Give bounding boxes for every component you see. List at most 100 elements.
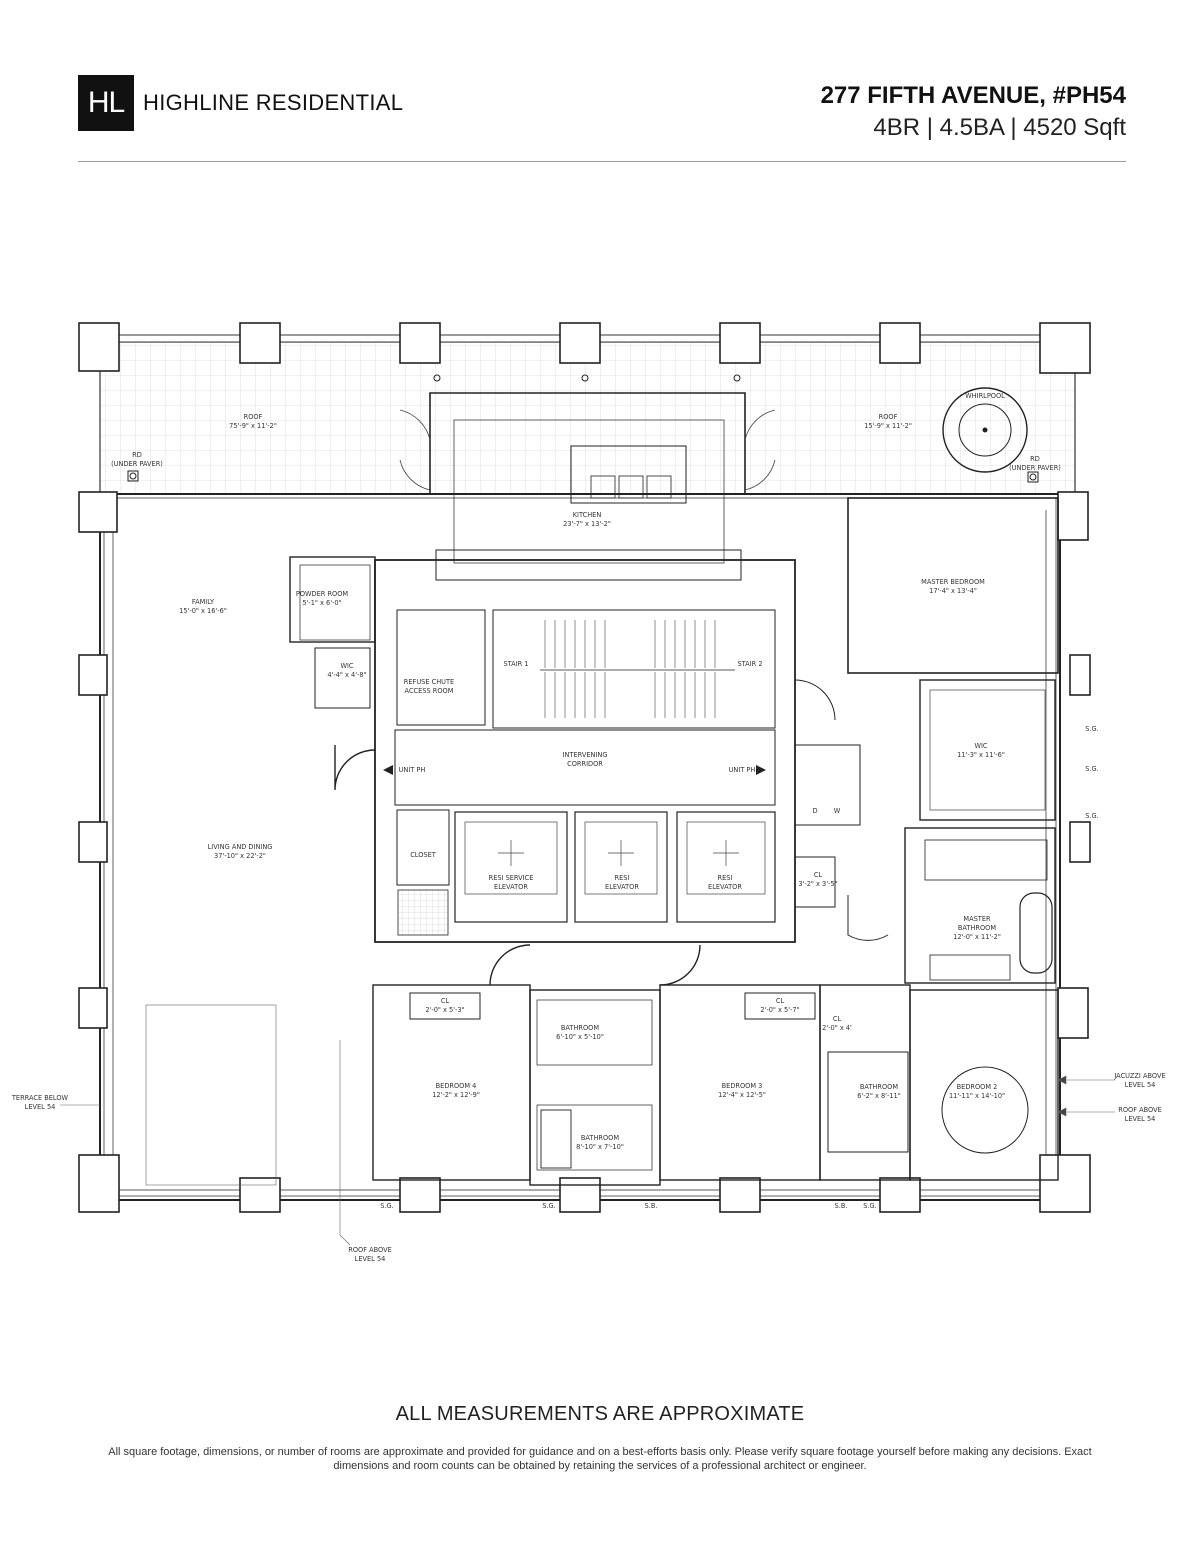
brand-name: HIGHLINE RESIDENTIAL <box>143 90 404 115</box>
cl-small-label: CL <box>833 1015 842 1023</box>
bedroom2-label: BEDROOM 2 <box>957 1083 998 1091</box>
corridor-label-2: CORRIDOR <box>567 760 603 768</box>
powder-room-dim: 5'-1" x 6'-0" <box>302 599 341 607</box>
bedroom3-dim: 12'-4" x 12'-5" <box>718 1091 766 1099</box>
elevator-2-line-2: ELEVATOR <box>605 883 639 891</box>
unit-ph-left: UNIT PH <box>399 766 426 774</box>
west-rooms <box>289 556 376 791</box>
rd-right-1: RD <box>1030 455 1040 463</box>
rd-left-1: RD <box>132 451 142 459</box>
master-bath-dim: 12'-0" x 11'-2" <box>953 933 1001 941</box>
elevator-3-line-1: RESI <box>718 874 733 882</box>
roof-above-bottom-1: ROOF ABOVE <box>348 1246 392 1254</box>
room-labels: ROOF 75'-9" x 11'-2" ROOF 15'-9" x 11'-2… <box>11 392 1166 1263</box>
listing-specs: 4BR | 4.5BA | 4520 Sqft <box>873 114 1126 141</box>
south-rooms <box>372 944 1059 1186</box>
bath-b-label: BATHROOM <box>581 1134 619 1142</box>
master-suite <box>794 497 1059 984</box>
bath-a-dim: 6'-10" x 5'-10" <box>556 1033 604 1041</box>
living-dining-dim: 37'-10" x 22'-2" <box>214 852 266 860</box>
whirlpool <box>942 387 1028 473</box>
jacuzzi-above-1: JACUZZI ABOVE <box>1113 1072 1165 1080</box>
floor-plan: ROOF 75'-9" x 11'-2" ROOF 15'-9" x 11'-2… <box>11 322 1166 1263</box>
roof-above-bottom-2: LEVEL 54 <box>355 1255 386 1263</box>
roof-above-right-2: LEVEL 54 <box>1125 1115 1156 1123</box>
sg-label-6: S.G. <box>1085 812 1099 820</box>
sg-label-1: S.G. <box>380 1202 394 1210</box>
roof-above-right-1: ROOF ABOVE <box>1118 1106 1162 1114</box>
closet-label: CLOSET <box>410 851 437 859</box>
master-bath-label-2: BATHROOM <box>958 924 996 932</box>
cl-mid-label: CL <box>814 871 823 879</box>
family-label: FAMILY <box>192 598 215 606</box>
listing-address: 277 FIFTH AVENUE, #PH54 <box>820 82 1126 109</box>
sb-label-2: S.B. <box>835 1202 848 1210</box>
wic-master-dim: 11'-3" x 11'-6" <box>957 751 1005 759</box>
sg-label-4: S.G. <box>1085 725 1099 733</box>
bath-c-label: BATHROOM <box>860 1083 898 1091</box>
whirlpool-label: WHIRLPOOL <box>965 392 1005 400</box>
header: HL HIGHLINE RESIDENTIAL 277 FIFTH AVENUE… <box>0 0 1200 165</box>
measurements-note: ALL MEASUREMENTS ARE APPROXIMATE <box>395 1403 805 1425</box>
sg-label-2: S.G. <box>542 1202 556 1210</box>
elevator-cars <box>464 821 766 895</box>
kitchen-label: KITCHEN <box>573 511 602 519</box>
cl-b4-dim: 2'-0" x 5'-3" <box>425 1006 464 1014</box>
roof-terrace <box>99 341 1076 495</box>
dw-d: D <box>812 807 817 815</box>
roof-right-label: ROOF <box>879 413 898 421</box>
jacuzzi-above-2: LEVEL 54 <box>1125 1081 1156 1089</box>
bath-a-label: BATHROOM <box>561 1024 599 1032</box>
bedroom2-dim: 11'-11" x 14'-10" <box>949 1092 1005 1100</box>
family-dim: 15'-0" x 16'-6" <box>179 607 227 615</box>
cl-b4-label: CL <box>441 997 450 1005</box>
wic-small-dim: 4'-4" x 4'-8" <box>327 671 366 679</box>
service-elevator-1: RESI SERVICE <box>489 874 534 882</box>
elevator-2-line-1: RESI <box>615 874 630 882</box>
sg-label-5: S.G. <box>1085 765 1099 773</box>
unit-ph-right: UNIT PH <box>729 766 756 774</box>
master-bedroom-label: MASTER BEDROOM <box>921 578 985 586</box>
roof-right-dim: 15'-9" x 11'-2" <box>864 422 912 430</box>
corridor-arrows <box>383 765 766 775</box>
master-bedroom-dim: 17'-4" x 13'-4" <box>929 587 977 595</box>
rd-right-2: (UNDER PAVER) <box>1009 464 1061 472</box>
sb-label-1: S.B. <box>645 1202 658 1210</box>
cl-b3-label: CL <box>776 997 785 1005</box>
header-divider <box>78 161 1126 162</box>
rd-left-2: (UNDER PAVER) <box>111 460 163 468</box>
sg-label-3: S.G. <box>863 1202 877 1210</box>
roof-left-dim: 75'-9" x 11'-2" <box>229 422 277 430</box>
logo-mark: HL <box>87 86 125 119</box>
cl-small-dim: 2'-0" x 4' <box>822 1024 852 1032</box>
bedroom3-label: BEDROOM 3 <box>722 1082 763 1090</box>
cl-b3-dim: 2'-0" x 5'-7" <box>760 1006 799 1014</box>
stair2-label: STAIR 2 <box>737 660 762 668</box>
kitchen-dim: 23'-7" x 13'-2" <box>563 520 611 528</box>
bedroom4-label: BEDROOM 4 <box>436 1082 477 1090</box>
terrace-below-1: TERRACE BELOW <box>11 1094 69 1102</box>
master-bath-label-1: MASTER <box>963 915 991 923</box>
service-elevator-2: ELEVATOR <box>494 883 528 891</box>
powder-room-label: POWDER ROOM <box>296 590 349 598</box>
stair-treads <box>544 620 716 718</box>
wic-master-label: WIC <box>974 742 987 750</box>
corridor-label-1: INTERVENING <box>563 751 608 759</box>
bedroom4-dim: 12'-2" x 12'-9" <box>432 1091 480 1099</box>
living-guides <box>60 1004 1115 1246</box>
elevator-3-line-2: ELEVATOR <box>708 883 742 891</box>
living-dining-label: LIVING AND DINING <box>208 843 273 851</box>
roof-drains <box>127 374 1039 483</box>
terrace-doors <box>399 409 776 491</box>
disclaimer: All square footage, dimensions, or numbe… <box>108 1446 1092 1472</box>
dw-w: W <box>834 807 841 815</box>
kitchen-walls <box>429 392 746 581</box>
cl-mid-dim: 3'-2" x 3'-5" <box>798 880 837 888</box>
columns <box>78 322 1091 1213</box>
logo: HL <box>78 75 134 131</box>
wic-small-label: WIC <box>340 662 353 670</box>
refuse-label-1: REFUSE CHUTE <box>404 678 454 686</box>
bath-c-dim: 6'-2" x 8'-11" <box>857 1092 901 1100</box>
stair1-label: STAIR 1 <box>503 660 528 668</box>
refuse-label-2: ACCESS ROOM <box>405 687 454 695</box>
